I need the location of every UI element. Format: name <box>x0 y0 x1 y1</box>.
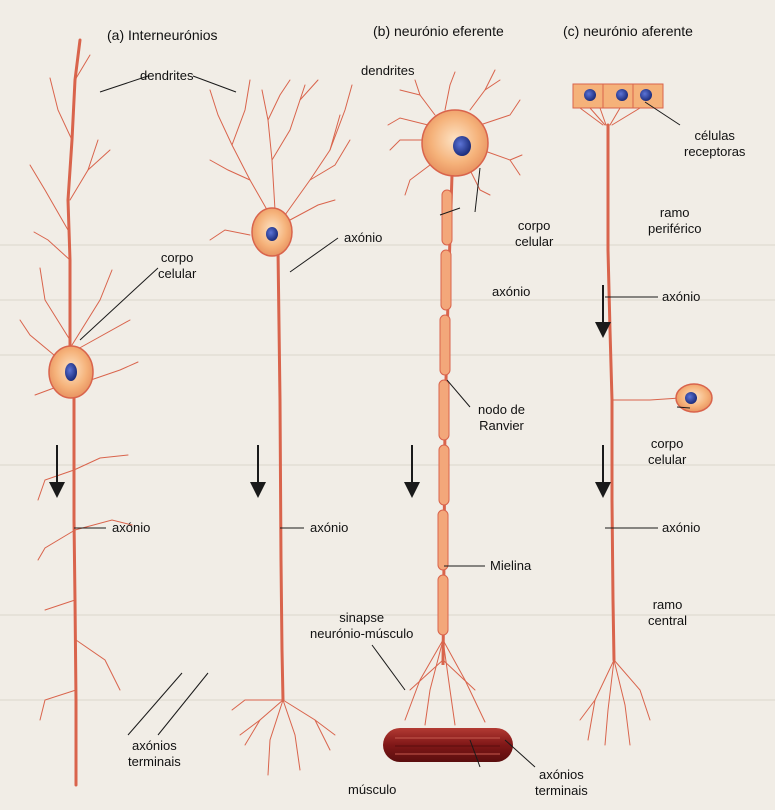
title-afferent-neuron: (c) neurónio aferente <box>563 23 693 39</box>
label-cell-body-b: corpo celular <box>515 218 554 249</box>
muscle <box>383 728 513 762</box>
nucleus-a1 <box>65 363 77 381</box>
axon-terminals-b <box>404 639 486 726</box>
label-axon-a-top: axónio <box>344 230 383 245</box>
direction-arrows <box>49 285 611 498</box>
label-receptor-cells: células receptoras <box>684 128 746 159</box>
label-axon-b: axónio <box>492 284 531 299</box>
interneuron-right <box>209 79 353 776</box>
label-cell-body-c: corpo celular <box>648 436 687 467</box>
nucleus-a2 <box>266 227 278 241</box>
label-axon-c-bottom: axónio <box>662 520 701 535</box>
label-node-of-ranvier: nodo de Ranvier <box>478 402 525 433</box>
label-dendrites-b: dendrites <box>361 63 415 78</box>
label-neuromuscular-synapse: sinapse neurónio-músculo <box>310 610 414 641</box>
label-myelin: Mielina <box>490 558 532 573</box>
title-efferent-neuron: (b) neurónio eferente <box>373 23 504 39</box>
label-muscle: músculo <box>348 782 397 797</box>
label-axon-c-top: axónio <box>662 289 701 304</box>
leader-lines <box>74 75 691 768</box>
efferent-neuron <box>387 69 523 196</box>
label-axon-a-left: axónio <box>112 520 151 535</box>
afferent-neuron <box>579 107 681 746</box>
label-central-branch: ramo central <box>648 597 688 628</box>
nucleus-b <box>453 136 471 156</box>
myelinated-axon-b <box>437 174 454 666</box>
nucleus-c <box>685 392 697 404</box>
label-peripheral-branch: ramo periférico <box>648 205 702 236</box>
title-interneurons: (a) Interneurónios <box>107 27 218 43</box>
background-texture <box>0 244 775 701</box>
label-axon-terminals-b: axónios terminais <box>535 767 588 798</box>
interneuron-left <box>19 38 139 787</box>
label-axon-a-right: axónio <box>310 520 349 535</box>
label-dendrites-a: dendrites <box>140 68 194 83</box>
label-axon-terminals-a: axónios terminais <box>128 738 181 769</box>
label-cell-body-a: corpo celular <box>158 250 197 281</box>
